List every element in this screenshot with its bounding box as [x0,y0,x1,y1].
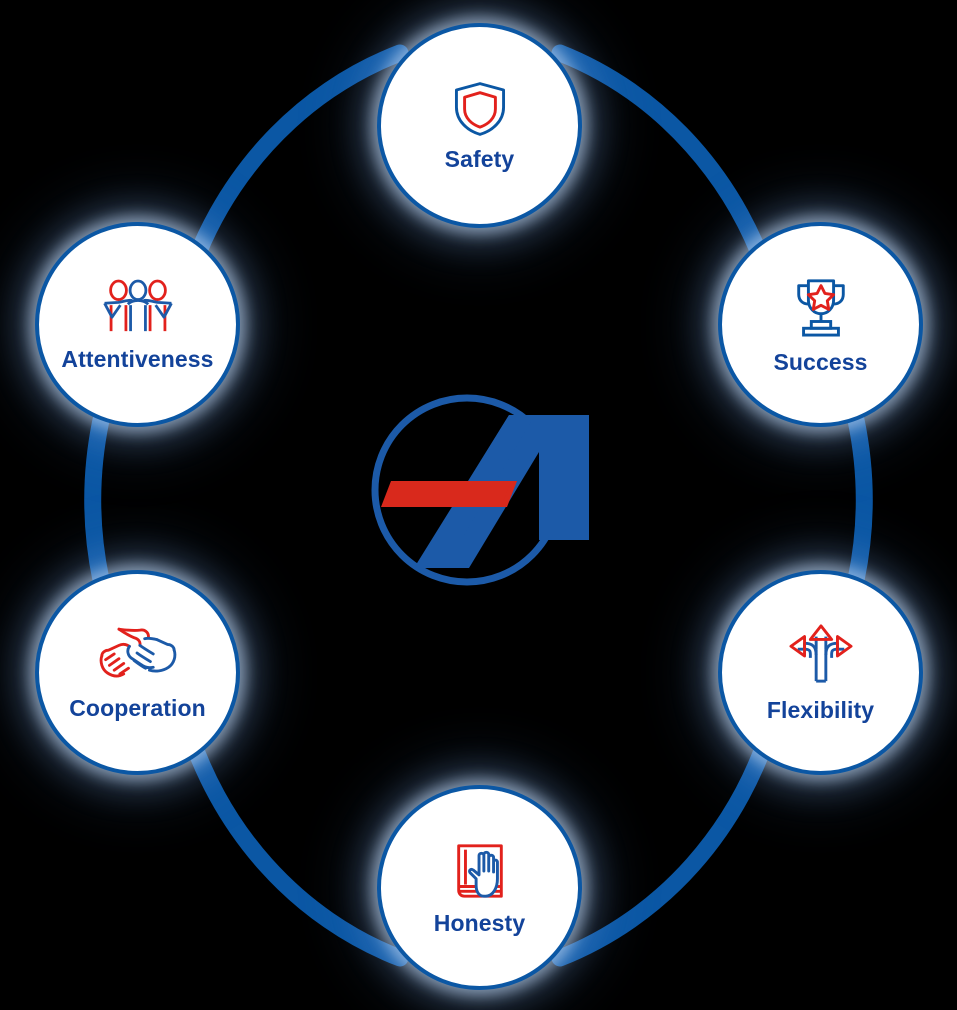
ring-segment-flexibility-honesty [551,709,782,967]
ring-segment-cooperation-attentiveness [84,411,110,589]
ring-segment-honesty-cooperation [176,709,409,967]
stylized-a-arrow-logo-icon [371,394,589,586]
node-label-success: Success [773,349,868,375]
node-label-attentiveness: Attentiveness [61,346,214,372]
node-success[interactable]: Success [718,222,923,427]
ring-segment-attentiveness-safety [176,44,409,299]
node-label-flexibility: Flexibility [766,697,875,723]
handshake-icon [98,625,178,681]
node-cooperation[interactable]: Cooperation [35,570,240,775]
ring-segment-safety-success [551,44,781,299]
three-people-icon [99,278,177,336]
trophy-icon [788,275,854,337]
shield-icon [451,80,509,138]
hand-on-book-oath-icon [449,840,511,902]
node-label-safety: Safety [444,146,515,172]
center-logo [359,390,599,605]
node-honesty[interactable]: Honesty [377,785,582,990]
node-safety[interactable]: Safety [377,23,582,228]
node-flexibility[interactable]: Flexibility [718,570,923,775]
node-label-honesty: Honesty [433,910,526,936]
node-label-cooperation: Cooperation [69,695,206,721]
node-attentiveness[interactable]: Attentiveness [35,222,240,427]
three-way-arrow-icon [788,623,854,685]
ring-segment-success-flexibility [847,411,873,589]
